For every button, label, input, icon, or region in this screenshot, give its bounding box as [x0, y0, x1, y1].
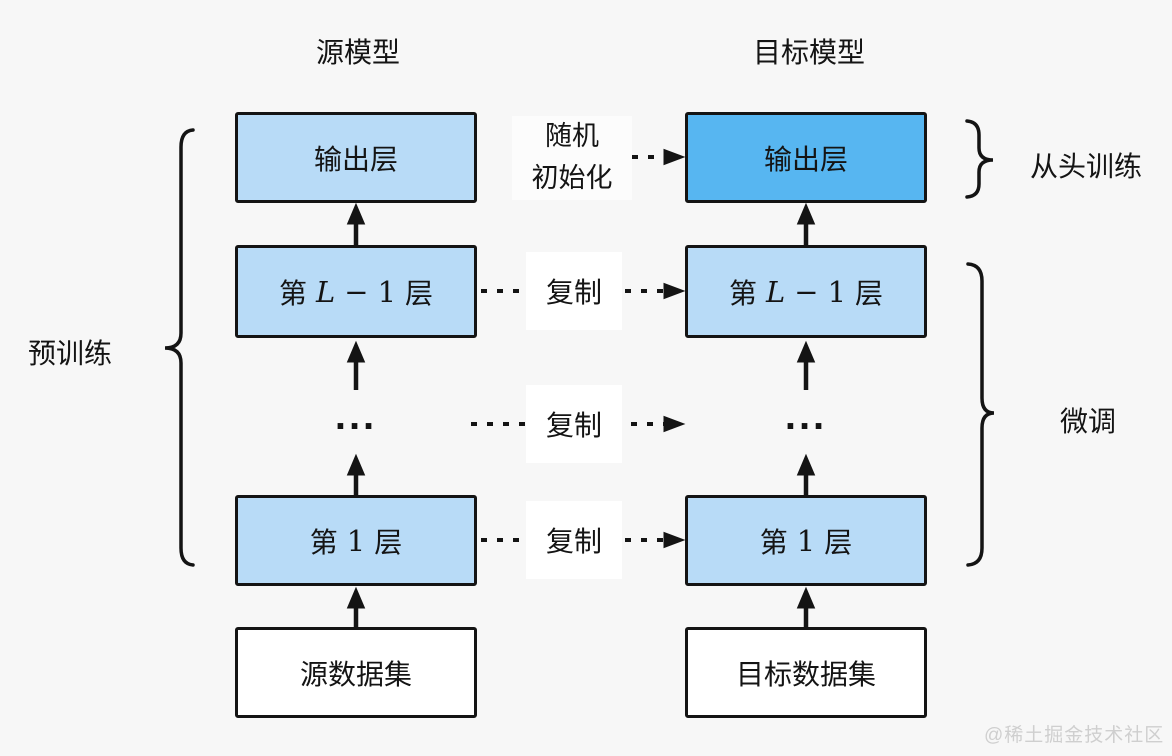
source-output-layer-label: 输出层	[313, 143, 398, 175]
copy-arrow-l1	[481, 282, 686, 300]
target-ellipsis: ...	[784, 394, 828, 438]
copy-label-middle: 复制	[526, 385, 622, 463]
target-layer-l-1-label: 第 L − 1 层	[729, 272, 883, 312]
source-layer-l-1-box: 第 L − 1 层	[235, 245, 477, 338]
target-dataset-label: 目标数据集	[735, 658, 876, 690]
random-init-label: 随机 初始化	[512, 116, 632, 200]
source-dataset-label: 源数据集	[299, 658, 412, 690]
target-up-arrow-l1-to-output	[796, 202, 816, 245]
source-layer-1-box: 第 1 层	[235, 495, 477, 586]
layer-word: 层	[855, 277, 884, 309]
source-up-arrow-dots-to-l1	[346, 340, 366, 390]
source-output-layer-box: 输出层	[235, 112, 477, 203]
watermark-text: @稀土掘金技术社区	[984, 725, 1165, 746]
layer-word: 第	[278, 277, 307, 309]
target-dataset-box: 目标数据集	[685, 627, 927, 718]
source-up-arrow-layer1-to-dots	[346, 453, 366, 496]
layer-word: 层	[405, 277, 434, 309]
copy-arrow-layer1	[481, 531, 686, 549]
target-layer-1-box: 第 1 层	[685, 495, 927, 586]
copy-label-layer1: 复制	[526, 501, 622, 579]
from-scratch-brace	[965, 119, 994, 199]
minus-sign: −	[344, 274, 369, 309]
target-output-layer-label: 输出层	[763, 143, 848, 175]
layer-number: 1	[346, 523, 366, 558]
source-up-arrow-dataset-to-layer1	[346, 586, 366, 628]
layer-number: 1	[827, 274, 847, 309]
target-output-layer-box: 输出层	[685, 112, 927, 203]
random-init-line1: 随机	[545, 121, 599, 152]
pretrain-label: 预训练	[28, 338, 113, 369]
layer-number: 1	[377, 274, 397, 309]
source-up-arrow-l1-to-output	[346, 202, 366, 245]
source-ellipsis: ...	[334, 394, 378, 438]
from-scratch-label: 从头训练	[1030, 151, 1143, 182]
copy-label-l1: 复制	[526, 252, 622, 330]
random-init-arrow	[632, 148, 686, 166]
target-up-arrow-dots-to-l1	[796, 340, 816, 390]
layer-variable: L	[315, 274, 336, 309]
source-layer-1-label: 第 1 层	[310, 521, 402, 561]
minus-sign: −	[794, 274, 819, 309]
layer-word: 层	[374, 526, 403, 558]
finetune-brace	[966, 262, 995, 567]
layer-word: 第	[309, 526, 338, 558]
layer-number: 1	[796, 523, 816, 558]
target-model-title: 目标模型	[752, 37, 866, 68]
finetune-label: 微调	[1060, 406, 1117, 437]
source-model-title: 源模型	[315, 37, 401, 68]
target-up-arrow-layer1-to-dots	[796, 453, 816, 496]
source-dataset-box: 源数据集	[235, 627, 477, 718]
layer-word: 第	[728, 277, 757, 309]
source-layer-l-1-label: 第 L − 1 层	[279, 272, 433, 312]
target-layer-l-1-box: 第 L − 1 层	[685, 245, 927, 338]
target-layer-1-label: 第 1 层	[760, 521, 852, 561]
pretrain-brace	[164, 128, 195, 567]
layer-variable: L	[765, 274, 786, 309]
target-up-arrow-dataset-to-layer1	[796, 586, 816, 628]
layer-word: 层	[824, 526, 853, 558]
layer-word: 第	[759, 526, 788, 558]
random-init-line2: 初始化	[531, 163, 613, 193]
